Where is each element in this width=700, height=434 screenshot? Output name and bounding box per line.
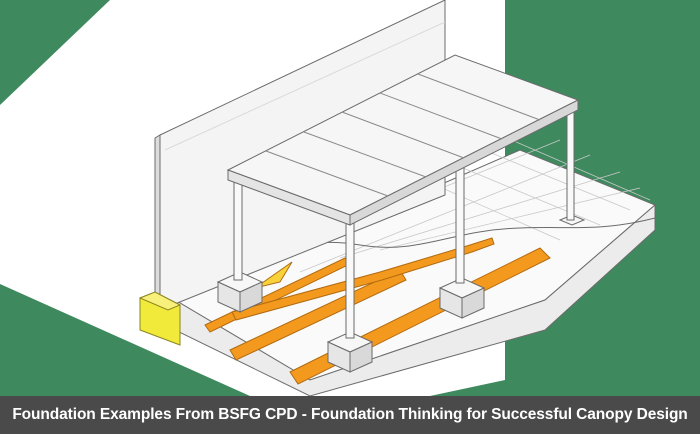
pipe-2 bbox=[229, 269, 407, 361]
pad-3 bbox=[326, 331, 374, 373]
pad-1 bbox=[216, 271, 264, 313]
roof-panel-lines bbox=[265, 73, 541, 197]
back-wall-edge bbox=[154, 134, 161, 313]
caption-text: Foundation Examples From BSFG CPD - Foun… bbox=[12, 406, 688, 423]
roof-side-fascia bbox=[349, 99, 579, 226]
caption-bar: Foundation Examples From BSFG CPD - Foun… bbox=[0, 396, 700, 434]
post-4 bbox=[566, 107, 575, 221]
wall-shadow-line bbox=[164, 21, 446, 151]
pipe-3 bbox=[231, 237, 495, 321]
pad-foundations bbox=[216, 214, 586, 373]
canopy-posts bbox=[233, 107, 575, 339]
post-3 bbox=[345, 219, 355, 339]
canopy-roof bbox=[226, 54, 580, 226]
service-pipes bbox=[204, 237, 551, 385]
post-1 bbox=[233, 177, 243, 281]
ground-slab-front bbox=[174, 203, 656, 397]
post-2 bbox=[455, 164, 465, 284]
pipe-end-cone bbox=[254, 261, 293, 289]
pad-2 bbox=[438, 277, 486, 319]
yellow-edge-block-top bbox=[138, 291, 182, 311]
